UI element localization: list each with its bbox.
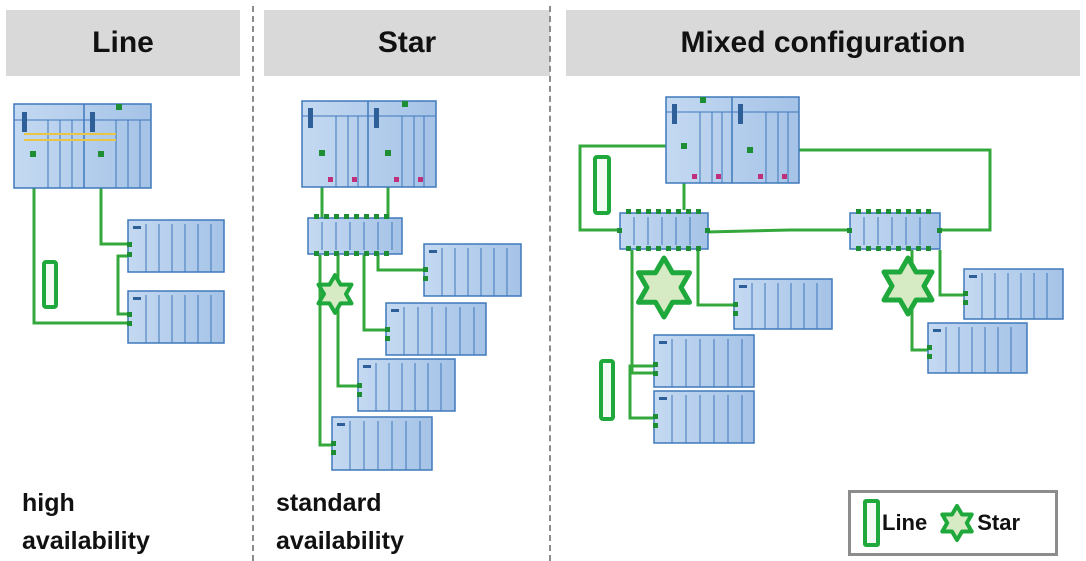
line-topology-icon xyxy=(599,359,615,421)
header-line: Line xyxy=(6,10,240,76)
header-mixed-title: Mixed configuration xyxy=(680,26,966,59)
io-station-icon xyxy=(385,302,487,356)
header-line-title: Line xyxy=(92,26,154,59)
io-station-icon xyxy=(127,290,225,344)
controller-rack-icon xyxy=(665,96,800,184)
line-topology-icon xyxy=(42,260,58,309)
caption-star: standard availability xyxy=(276,484,404,560)
star-topology-icon xyxy=(636,255,692,320)
mixed-links xyxy=(578,144,992,420)
line-topology-icon xyxy=(593,155,611,215)
header-mixed: Mixed configuration xyxy=(566,10,1080,76)
controller-rack-icon xyxy=(13,103,152,189)
caption-star-2: availability xyxy=(276,527,404,555)
legend-star-label: Star xyxy=(977,510,1021,535)
line-topology-icon xyxy=(863,499,880,547)
switch-icon xyxy=(847,209,942,251)
io-station-icon xyxy=(331,416,433,471)
io-station-icon xyxy=(963,268,1064,320)
io-station-icon xyxy=(733,278,833,330)
divider-right xyxy=(549,6,551,561)
caption-star-1: standard xyxy=(276,489,382,517)
legend-line-label: Line xyxy=(882,510,928,535)
star-topology-icon xyxy=(940,504,974,542)
io-station-icon xyxy=(127,219,225,273)
divider-left xyxy=(252,6,254,561)
io-station-icon xyxy=(927,322,1028,374)
io-station-icon xyxy=(653,334,755,388)
caption-line-1: high xyxy=(22,489,75,517)
switch-icon xyxy=(307,214,403,256)
legend: Line Star xyxy=(848,490,1058,556)
switch-icon xyxy=(617,209,710,251)
header-star: Star xyxy=(264,10,550,76)
io-station-icon xyxy=(653,390,755,444)
caption-line: high availability xyxy=(22,484,150,560)
star-topology-icon xyxy=(316,273,354,315)
caption-line-2: availability xyxy=(22,527,150,555)
star-topology-icon xyxy=(881,255,935,317)
controller-rack-icon xyxy=(301,100,437,188)
io-station-icon xyxy=(423,243,522,297)
header-star-title: Star xyxy=(377,26,437,59)
io-station-icon xyxy=(357,358,456,412)
